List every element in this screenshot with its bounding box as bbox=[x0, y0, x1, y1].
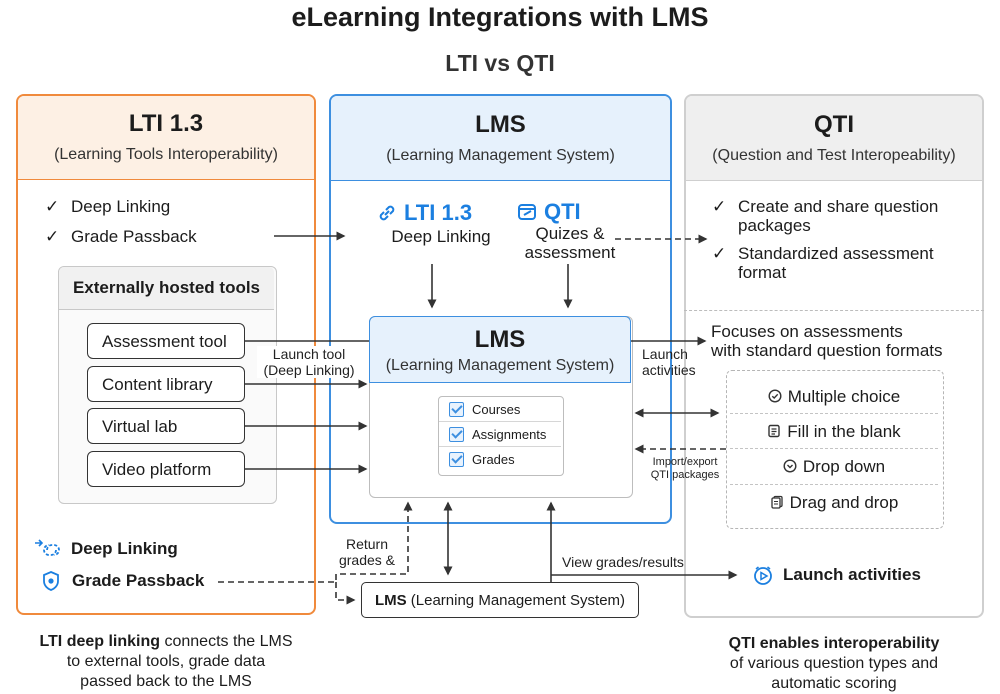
bottom-lms-node: LMS (Learning Management System) bbox=[361, 582, 639, 618]
checkbox-icon bbox=[449, 427, 464, 442]
question-types-box bbox=[726, 370, 944, 529]
lms-panel-header: LMS (Learning Management System) bbox=[331, 96, 670, 181]
check-icon: ✓ bbox=[45, 227, 60, 246]
lti-heading: LTI 1.3 bbox=[128, 110, 204, 137]
qti-focus-text: Focuses on assessments with standard que… bbox=[711, 322, 943, 360]
lti-panel-header: LTI 1.3 (Learning Tools Interoperability… bbox=[18, 96, 314, 180]
question-type-divider bbox=[730, 413, 938, 414]
checkbox-icon bbox=[449, 452, 464, 467]
check-icon: ✓ bbox=[45, 197, 60, 216]
quiz-icon bbox=[518, 204, 536, 220]
lti-subheading: (Learning Tools Interoperability) bbox=[54, 146, 278, 163]
lms-heading: LMS bbox=[475, 111, 526, 138]
link-icon bbox=[379, 205, 395, 221]
check-icon: ✓ bbox=[712, 244, 727, 263]
arrow-to-bottom-lms bbox=[335, 582, 356, 605]
lti-feature-deep-linking: ✓ Deep Linking bbox=[45, 197, 171, 216]
qti-panel-header: QTI (Question and Test Interopeability) bbox=[686, 96, 982, 181]
label-view-grades: View grades/results bbox=[562, 554, 684, 570]
tool-assessment[interactable]: Assessment tool bbox=[87, 323, 245, 359]
checklist-courses: Courses bbox=[439, 397, 561, 422]
chevron-down-circle-icon bbox=[783, 459, 797, 473]
launch-activities-node: Launch activities bbox=[752, 564, 921, 586]
question-type-divider bbox=[730, 448, 938, 449]
stacked-cards-icon bbox=[771, 495, 783, 509]
qti-divider bbox=[684, 310, 984, 311]
lms-core-subheading: (Learning Management System) bbox=[385, 357, 615, 374]
play-clock-icon bbox=[754, 566, 772, 585]
qti-panel bbox=[684, 94, 984, 618]
checklist-assignments: Assignments bbox=[439, 422, 561, 447]
deep-linking-icon bbox=[35, 539, 60, 556]
lms-lti-badge-sub: Deep Linking bbox=[391, 227, 491, 246]
question-type-drag-drop: Drag and drop bbox=[727, 485, 941, 520]
lti-feature-grade-passback: ✓ Grade Passback bbox=[45, 227, 197, 246]
diagram-subtitle: LTI vs QTI bbox=[445, 50, 555, 76]
qti-subheading: (Question and Test Interopeability) bbox=[712, 147, 956, 164]
question-type-fill-blank: Fill in the blank bbox=[727, 414, 941, 449]
tool-content-library[interactable]: Content library bbox=[87, 366, 245, 402]
checkbox-icon bbox=[449, 402, 464, 417]
lms-lti-badge: LTI 1.3 bbox=[376, 200, 472, 226]
question-type-drop-down: Drop down bbox=[727, 449, 941, 484]
label-import-export: Import/export QTI packages bbox=[650, 456, 720, 481]
shield-icon bbox=[43, 571, 59, 591]
tool-video-platform[interactable]: Video platform bbox=[87, 451, 245, 487]
lms-core-header-outline bbox=[369, 316, 631, 383]
tool-virtual-lab[interactable]: Virtual lab bbox=[87, 408, 245, 444]
lms-panel bbox=[329, 94, 672, 524]
check-icon: ✓ bbox=[712, 197, 727, 216]
document-icon bbox=[768, 424, 780, 438]
arrow-return-grades bbox=[218, 501, 413, 583]
lms-subheading: (Learning Management System) bbox=[386, 147, 615, 164]
lms-qti-badge: QTI bbox=[516, 199, 581, 225]
lms-qti-badge-sub: Quizes & assessment bbox=[524, 224, 616, 262]
question-type-divider bbox=[730, 484, 938, 485]
qti-heading: QTI bbox=[814, 111, 854, 138]
lms-core-heading: LMS bbox=[474, 326, 526, 353]
lms-core-header: LMS (Learning Management System) bbox=[370, 317, 630, 383]
legend-deep-linking: Deep Linking bbox=[33, 538, 178, 560]
label-launch-activities: Launch activities bbox=[642, 346, 696, 378]
checklist-grades: Grades bbox=[439, 447, 561, 472]
legend-grade-passback: Grade Passback bbox=[42, 570, 204, 592]
lti-caption: LTI deep linking connects the LMS to ext… bbox=[39, 633, 293, 690]
question-type-multiple-choice: Multiple choice bbox=[727, 379, 941, 414]
external-tools-heading: Externally hosted tools bbox=[59, 267, 274, 310]
check-circle-icon bbox=[768, 389, 782, 403]
label-return-grades: Return grades & bbox=[332, 536, 402, 568]
label-launch-tool: Launch tool (Deep Linking) bbox=[257, 346, 361, 378]
qti-caption: QTI enables interoperability of various … bbox=[728, 635, 940, 692]
diagram-title: eLearning Integrations with LMS bbox=[291, 2, 709, 32]
